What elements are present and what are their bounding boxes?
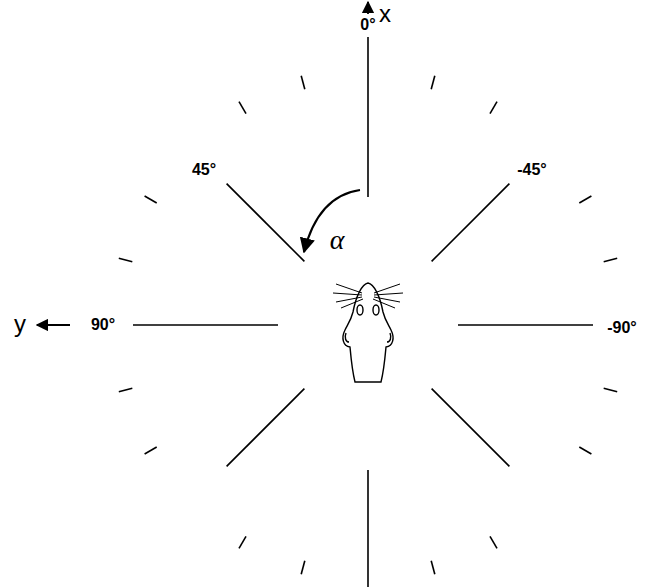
major-ray (458, 324, 593, 326)
angle-label: 45° (192, 162, 216, 178)
tick-mark (239, 102, 246, 114)
y-axis-arrow (37, 324, 70, 326)
angle-label: 90° (91, 317, 115, 333)
tick-mark (579, 447, 591, 454)
angle-symbol: α (330, 226, 345, 254)
axis-label: x (379, 2, 391, 26)
major-ray (227, 389, 305, 467)
major-ray (432, 184, 510, 262)
angle-label: -90° (607, 320, 637, 336)
tick-mark (490, 102, 497, 114)
angle-scale (119, 37, 617, 587)
axis-label: y (14, 312, 26, 336)
tick-mark (604, 388, 618, 392)
tick-mark (579, 196, 591, 203)
major-ray (432, 389, 510, 467)
rat-head (333, 283, 403, 382)
tick-mark (119, 258, 133, 262)
angle-label: 0° (360, 17, 375, 33)
major-ray (367, 37, 369, 197)
tick-mark (431, 561, 435, 575)
tick-mark (239, 536, 246, 548)
tick-mark (119, 388, 133, 392)
x-axis-arrow (367, 2, 369, 14)
angle-label: -45° (517, 162, 547, 178)
tick-mark (145, 447, 157, 454)
major-ray (133, 324, 278, 326)
major-ray (367, 470, 369, 587)
tick-mark (490, 536, 497, 548)
tick-mark (301, 76, 305, 90)
tick-mark (145, 196, 157, 203)
tick-mark (301, 561, 305, 575)
tick-mark (431, 76, 435, 90)
tick-mark (604, 258, 618, 262)
major-ray (227, 184, 305, 262)
